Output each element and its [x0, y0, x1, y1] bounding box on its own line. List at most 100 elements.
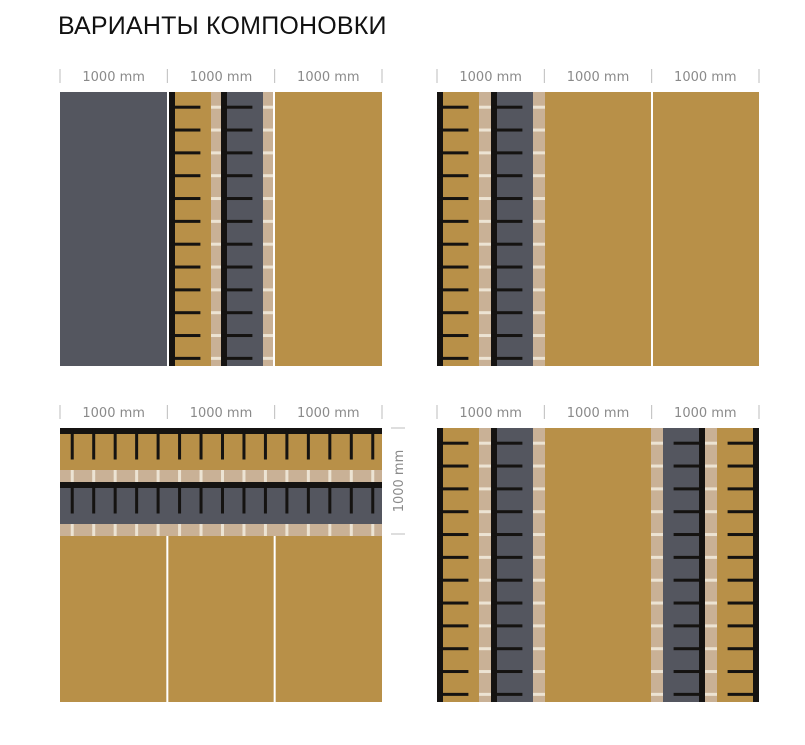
track-rung — [491, 174, 523, 178]
strip-dash — [705, 670, 717, 674]
track-rung — [437, 555, 469, 559]
strip-dash — [211, 311, 221, 315]
strip-dash — [211, 128, 221, 132]
strip-dash — [651, 624, 663, 628]
strip-dash — [533, 670, 545, 674]
strip-dash — [221, 470, 224, 482]
strip-dash — [533, 197, 545, 201]
track-rung — [169, 242, 201, 246]
strip-dash — [349, 524, 353, 536]
track-rung — [437, 464, 469, 468]
track-rung — [673, 487, 705, 491]
track-rung — [437, 219, 469, 223]
strip-dash — [479, 487, 491, 491]
wood-track-section — [717, 428, 759, 702]
track-rung — [491, 219, 523, 223]
track-rung — [169, 311, 201, 315]
strip-dash — [349, 470, 353, 482]
track-rung — [263, 428, 267, 460]
strip-dash — [479, 311, 491, 315]
strip-fill — [533, 428, 545, 702]
strip-dash — [533, 288, 545, 292]
strip-dash — [263, 356, 273, 360]
dimension-label: 1000 mm — [190, 406, 253, 421]
track-rung — [437, 242, 469, 246]
track-rung — [221, 105, 253, 109]
strip-dash — [285, 470, 289, 482]
track-rung — [673, 692, 705, 696]
track-rung — [491, 151, 523, 155]
strip-dash — [263, 265, 273, 269]
track-rung — [491, 288, 523, 292]
strip-dash — [479, 601, 491, 605]
strip-dash — [156, 470, 160, 482]
strip-dash — [242, 524, 246, 536]
strip-dash — [705, 533, 717, 537]
dark-track-section — [491, 428, 533, 702]
track-rung — [727, 464, 759, 468]
track-rung — [437, 624, 469, 628]
track-rung — [727, 533, 759, 537]
strip-dash — [479, 670, 491, 674]
track-rung — [491, 487, 523, 491]
separator-strip — [60, 524, 382, 536]
strip-dash — [533, 555, 545, 559]
track-rung — [491, 692, 523, 696]
wood-plain-section — [275, 92, 382, 366]
track-rung — [349, 482, 353, 514]
strip-dash — [533, 624, 545, 628]
track-rung — [437, 692, 469, 696]
strip-dash — [479, 174, 491, 178]
strip-dash — [651, 647, 663, 651]
layout-panel-1 — [60, 92, 382, 366]
strip-dash — [705, 510, 717, 514]
page-title: ВАРИАНТЫ КОМПОНОВКИ — [58, 12, 387, 40]
strip-dash — [533, 174, 545, 178]
strip-dash — [651, 692, 663, 696]
strip-dash — [533, 487, 545, 491]
strip-dash — [479, 242, 491, 246]
strip-dash — [705, 487, 717, 491]
strip-dash — [533, 464, 545, 468]
track-rung — [491, 578, 523, 582]
strip-dash — [533, 647, 545, 651]
dimension-label: 1000 mm — [82, 406, 145, 421]
track-rung — [70, 428, 74, 460]
track-rung — [169, 334, 201, 338]
strip-dash — [479, 105, 491, 109]
track-rung — [491, 265, 523, 269]
track-rung — [70, 482, 74, 514]
track-rung — [92, 428, 96, 460]
track-rung — [169, 128, 201, 132]
track-rung — [673, 464, 705, 468]
track-rung — [437, 105, 469, 109]
track-rung — [169, 219, 201, 223]
strip-dash — [479, 151, 491, 155]
track-rung — [437, 441, 469, 445]
track-rung — [221, 311, 253, 315]
separator-strip — [263, 92, 273, 366]
strip-dash — [263, 242, 273, 246]
strip-dash — [221, 524, 224, 536]
track-rung — [491, 533, 523, 537]
track-rail — [491, 92, 497, 366]
strip-dash — [479, 219, 491, 223]
strip-dash — [263, 128, 273, 132]
track-rung — [491, 464, 523, 468]
track-rung — [371, 428, 375, 460]
track-rung — [437, 670, 469, 674]
track-rung — [437, 487, 469, 491]
dark-track-section — [221, 92, 263, 366]
track-rung — [263, 482, 267, 514]
track-rung — [92, 482, 96, 514]
strip-dash — [285, 524, 289, 536]
strip-dash — [533, 151, 545, 155]
strip-dash — [211, 265, 221, 269]
strip-dash — [533, 219, 545, 223]
track-rung — [437, 151, 469, 155]
strip-dash — [479, 578, 491, 582]
strip-dash — [651, 441, 663, 445]
strip-dash — [479, 647, 491, 651]
strip-dash — [70, 470, 74, 482]
